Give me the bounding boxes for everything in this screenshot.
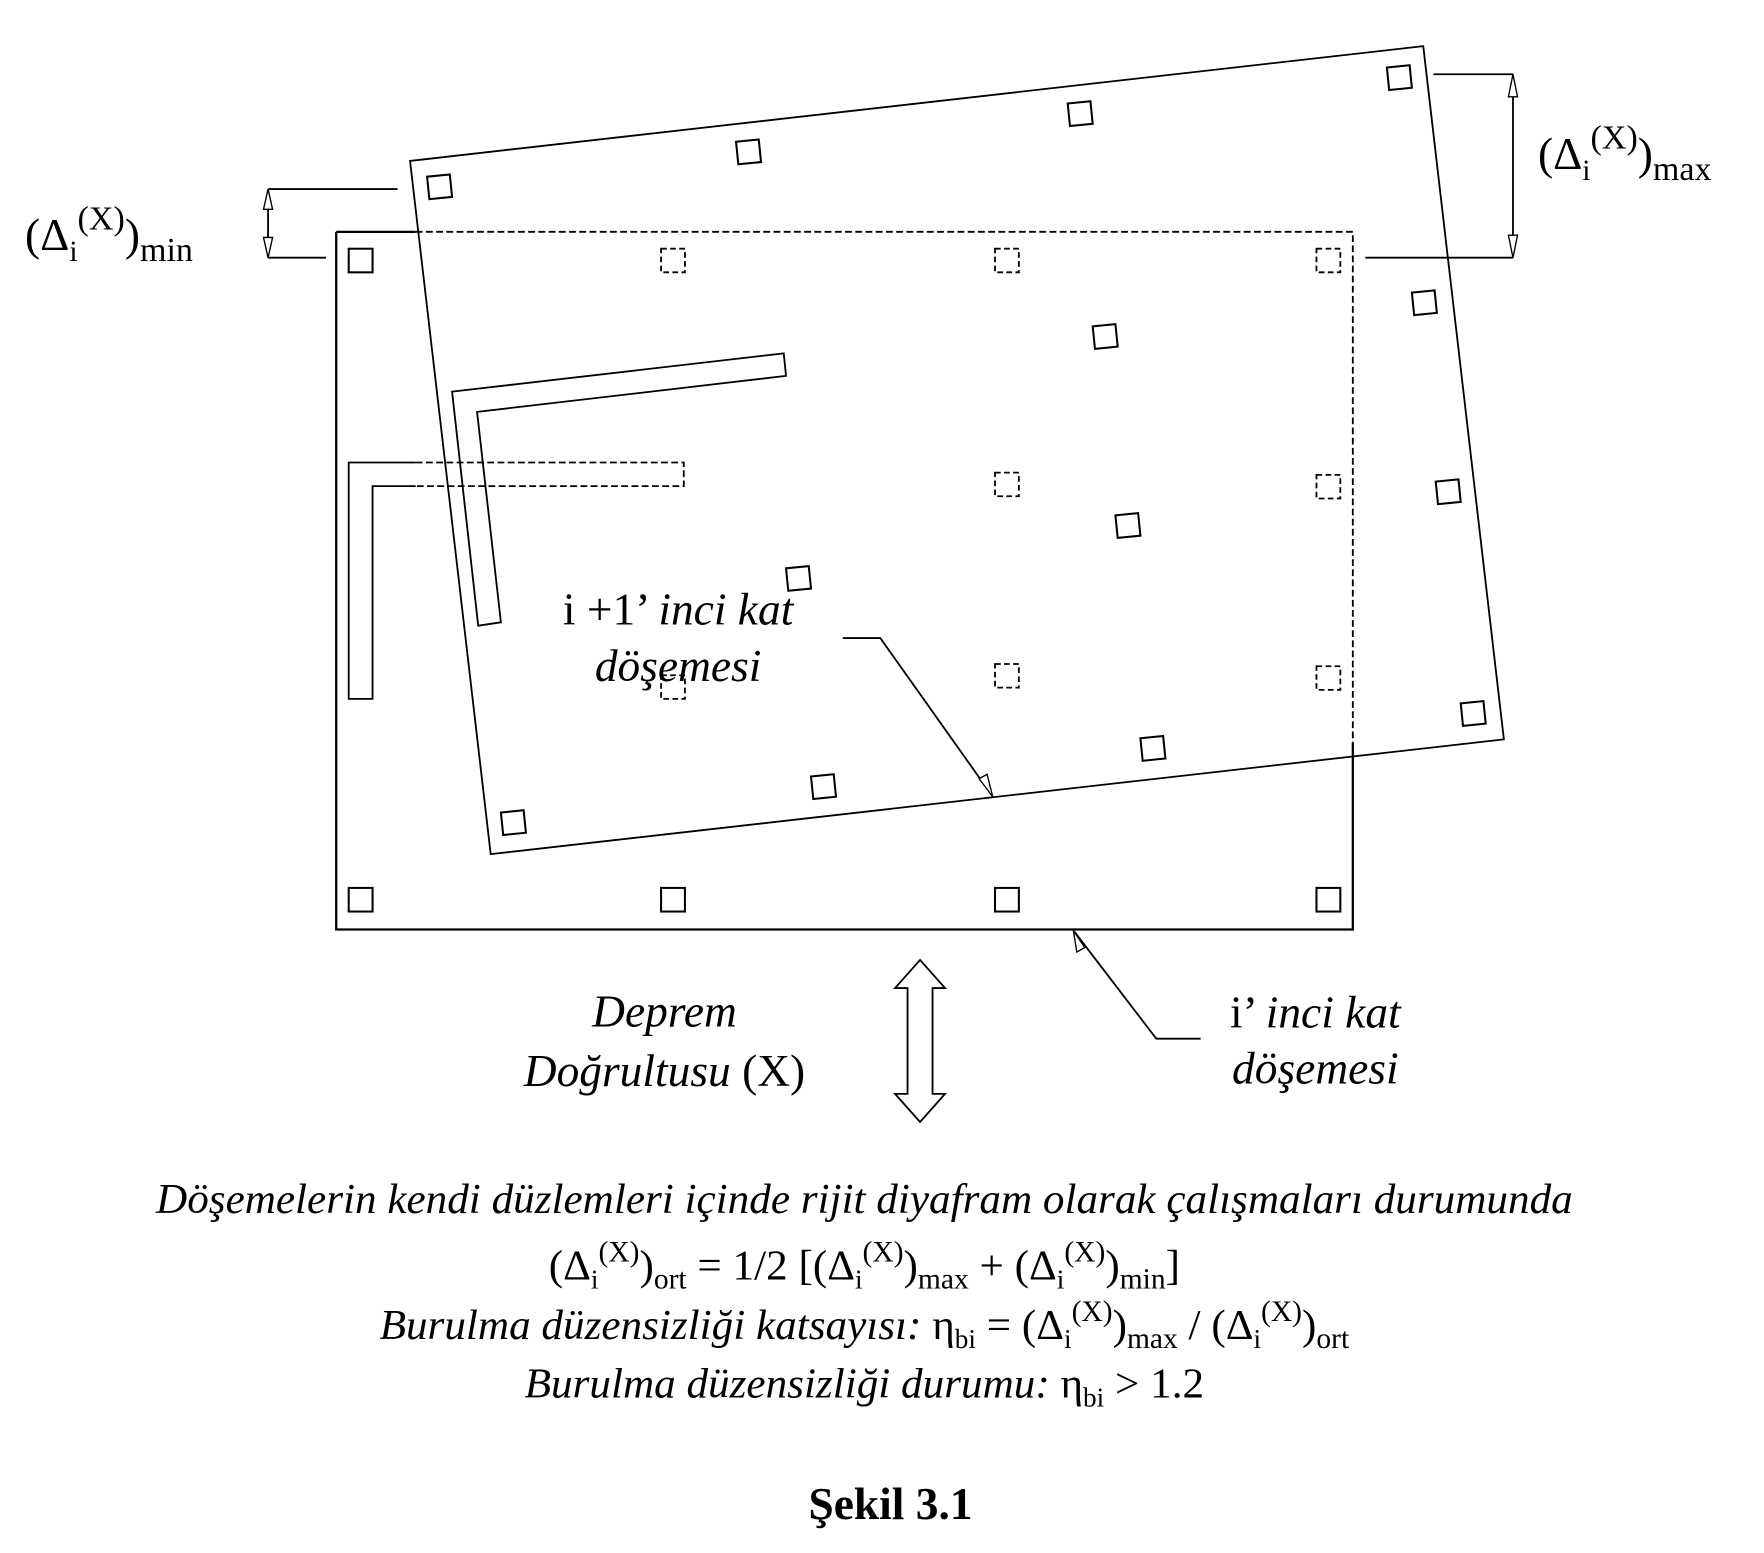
- earthquake-direction: Deprem Doğrultusu (X): [523, 958, 948, 1124]
- upper-column: [1139, 734, 1167, 762]
- dimension-max-lines: [1365, 73, 1514, 259]
- lower-slab: [335, 230, 1354, 931]
- upper-column: [1385, 64, 1414, 92]
- upper-slab-leader-line: [842, 637, 992, 794]
- label-delta-max: (Δi(X))max: [1538, 120, 1712, 188]
- lower-column: [660, 886, 686, 913]
- lower-column-hidden: [994, 663, 1020, 689]
- dimension-min-lines: [267, 188, 398, 259]
- double-arrow-icon: [893, 958, 948, 1124]
- caption-block: Döşemelerin kendi düzlemleri içinde riji…: [155, 1176, 1573, 1529]
- upper-column: [809, 773, 838, 801]
- lower-column-hidden: [660, 247, 686, 274]
- lower-shear-wall: [347, 461, 416, 700]
- upper-column: [734, 138, 763, 166]
- upper-column: [1114, 512, 1142, 540]
- caption-condition: Burulma düzensizliği durumu: ηbi > 1.2: [525, 1361, 1204, 1413]
- direction-label-line1: Deprem: [591, 987, 737, 1037]
- upper-slab: [409, 45, 1505, 856]
- leader-arrow-icon: [1072, 930, 1086, 954]
- dimension-arrow-up-icon: [1507, 74, 1519, 98]
- lower-slab-label-line1: i’ inci kat: [1230, 988, 1402, 1038]
- lower-column-hidden: [1315, 474, 1342, 500]
- lower-slab-outline: [335, 230, 1354, 931]
- upper-column: [499, 809, 528, 837]
- lower-slab-label-line2: döşemesi: [1232, 1044, 1399, 1094]
- upper-column: [1066, 100, 1094, 128]
- upper-slab-label: i +1’ inci kat döşemesi: [563, 585, 994, 798]
- upper-column: [425, 173, 454, 201]
- lower-column-hidden: [994, 471, 1020, 498]
- lower-column-hidden: [1315, 247, 1342, 274]
- upper-slab-outline: [409, 45, 1505, 856]
- figure-title: Şekil 3.1: [808, 1479, 972, 1529]
- upper-column: [784, 564, 813, 592]
- caption-line1: Döşemelerin kendi düzlemleri içinde riji…: [155, 1176, 1573, 1223]
- leader-arrow-icon: [978, 773, 994, 798]
- direction-label-line2: Doğrultusu (X): [523, 1046, 805, 1096]
- caption-formula-coefficient: Burulma düzensizliği katsayısı: ηbi = (Δ…: [380, 1296, 1350, 1355]
- lower-column-hidden: [1315, 665, 1342, 691]
- lower-column-hidden: [660, 674, 686, 700]
- upper-column: [1410, 289, 1438, 317]
- dimension-min: (Δi(X))min: [25, 188, 398, 269]
- upper-shear-wall: [451, 352, 788, 627]
- upper-column: [1459, 699, 1487, 727]
- upper-slab-label-line2: döşemesi: [595, 641, 762, 691]
- lower-slab-leader-line: [1073, 931, 1201, 1040]
- lower-column: [347, 886, 374, 913]
- lower-column: [993, 886, 1020, 913]
- dimension-max: (Δi(X))max: [1365, 73, 1712, 259]
- lower-shear-wall-hidden: [415, 461, 685, 488]
- label-delta-min: (Δi(X))min: [25, 201, 193, 269]
- lower-column: [347, 247, 374, 274]
- lower-column-hidden: [994, 247, 1020, 274]
- upper-column: [1091, 322, 1119, 350]
- dimension-arrow-down-icon: [262, 236, 274, 258]
- upper-column: [1434, 478, 1462, 506]
- caption-formula-average: (Δi(X))ort = 1/2 [(Δi(X))max + (Δi(X))mi…: [549, 1237, 1180, 1296]
- upper-columns: [425, 64, 1487, 837]
- dimension-arrow-up-icon: [262, 188, 274, 210]
- lower-column: [1315, 886, 1342, 913]
- upper-slab-label-line1: i +1’ inci kat: [563, 585, 795, 635]
- dimension-arrow-down-icon: [1507, 234, 1519, 258]
- lower-slab-label: i’ inci kat döşemesi: [1072, 930, 1402, 1094]
- lower-slab-hidden-outline: [415, 230, 1354, 743]
